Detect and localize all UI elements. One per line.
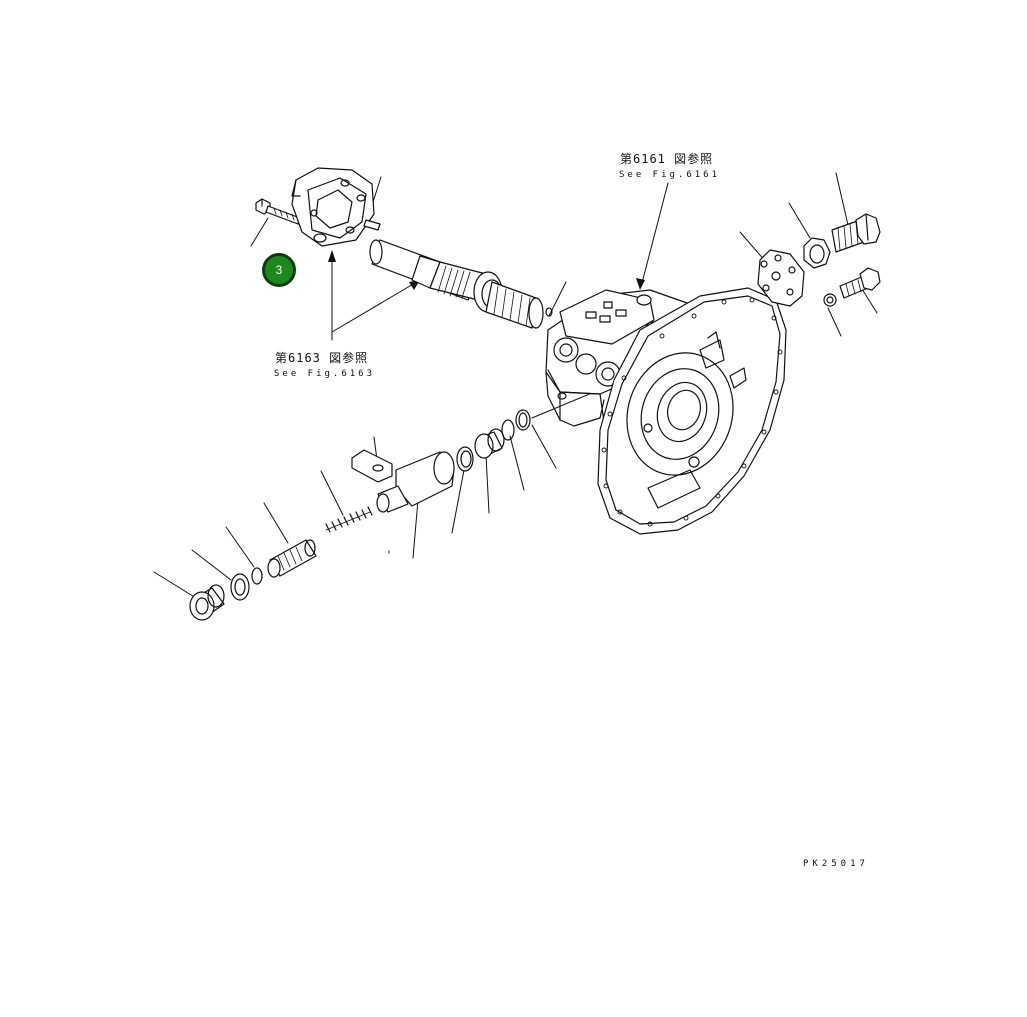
- small-washer-right: [823, 293, 837, 307]
- splined-shaft: [369, 239, 544, 329]
- large-bolt: [831, 213, 881, 253]
- seal-ring: [456, 446, 474, 472]
- part-callout-badge[interactable]: 3: [262, 253, 296, 287]
- cap-nut: [189, 584, 225, 621]
- ref-label-upper-en: See Fig.6161: [619, 170, 721, 180]
- piston: [376, 451, 455, 513]
- coupling-flange: [757, 249, 805, 307]
- drawing-code: PK25017: [803, 859, 869, 869]
- o-ring-middle: [501, 419, 515, 441]
- small-o-ring-top: [545, 307, 553, 317]
- washer: [230, 573, 250, 601]
- spring: [325, 506, 373, 533]
- ref-label-left-jp: 第6163 図参照: [275, 351, 369, 365]
- hex-nut: [803, 237, 831, 269]
- o-ring-upper: [515, 409, 531, 431]
- small-bolt: [255, 198, 301, 225]
- ref-label-left-en: See Fig.6163: [274, 369, 376, 379]
- o-ring-small: [251, 567, 263, 585]
- small-pin: [363, 219, 381, 231]
- end-cover: [291, 167, 375, 247]
- ref-label-upper-jp: 第6161 図参照: [620, 152, 714, 166]
- stopper-plate: [351, 449, 393, 483]
- flywheel-housing: [597, 287, 787, 535]
- bushing: [474, 428, 505, 459]
- plunger: [267, 539, 317, 578]
- leader-lines: [153, 172, 878, 599]
- small-bolt-right: [839, 267, 881, 299]
- pump-body: [545, 289, 695, 439]
